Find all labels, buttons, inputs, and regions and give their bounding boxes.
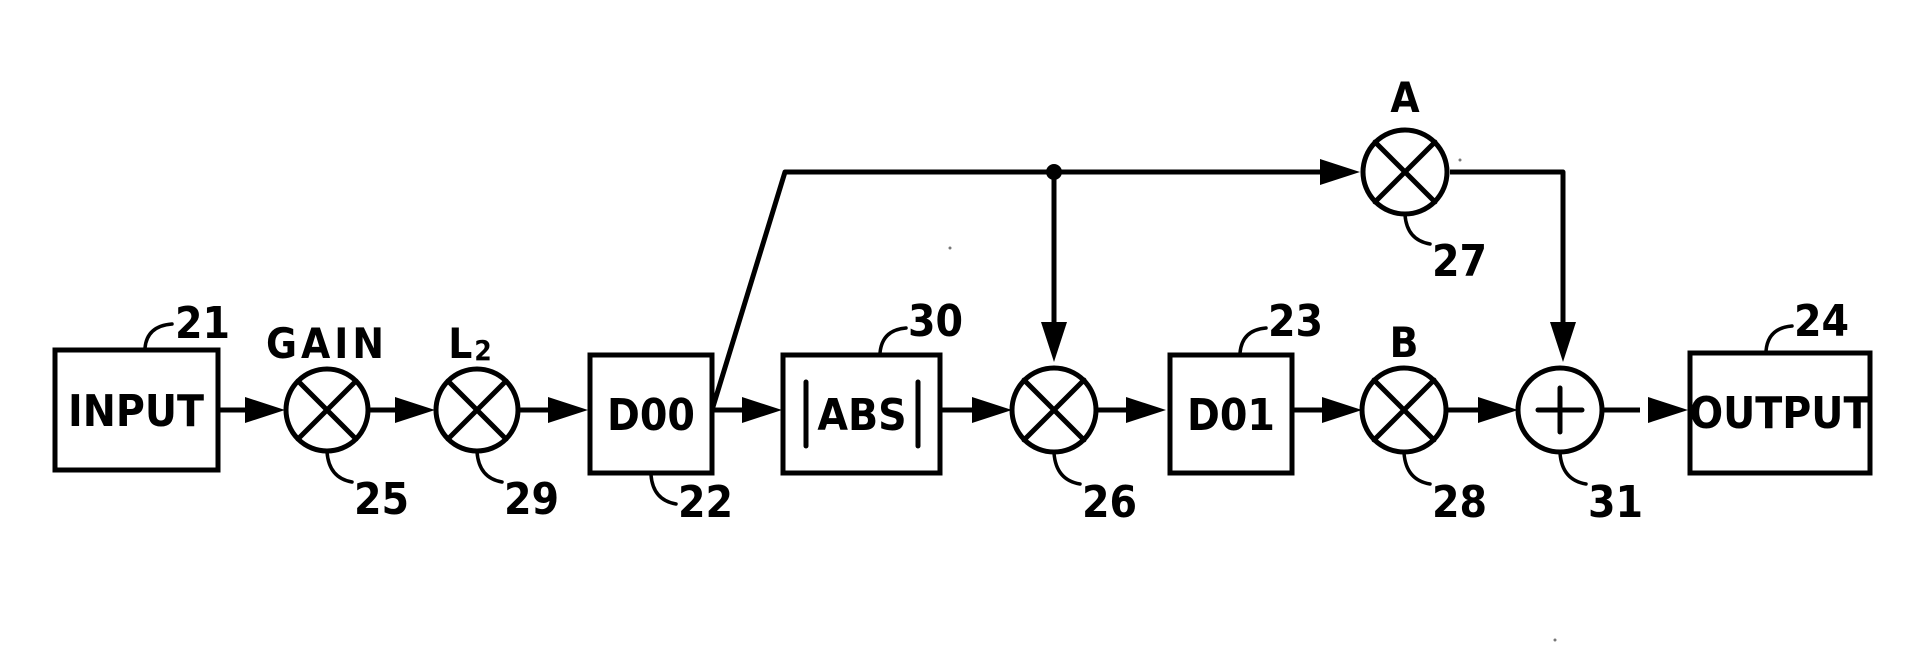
block-abs-label: ABS xyxy=(817,390,906,441)
arrow-into-output xyxy=(1648,397,1688,423)
ref-23: 23 xyxy=(1268,296,1323,347)
label-gain: GAIN xyxy=(266,319,388,368)
arrow-into-gain xyxy=(245,397,285,423)
ref-29: 29 xyxy=(504,474,559,525)
leader-23 xyxy=(1240,328,1266,353)
block-output: OUTPUT xyxy=(1690,353,1871,473)
leader-22 xyxy=(651,475,676,504)
arrow-into-m26 xyxy=(972,397,1012,423)
ref-31: 31 xyxy=(1588,477,1643,528)
label-a: A xyxy=(1390,73,1420,122)
leader-30 xyxy=(880,328,906,353)
ref-21: 21 xyxy=(175,298,230,349)
node-l2 xyxy=(436,369,518,451)
arrow-into-d01 xyxy=(1126,397,1166,423)
block-d00-label: D00 xyxy=(607,390,695,441)
label-l2-sub: 2 xyxy=(474,334,492,367)
block-output-label: OUTPUT xyxy=(1690,388,1871,439)
junction-dot xyxy=(1046,164,1062,180)
block-input-label: INPUT xyxy=(68,386,204,437)
leader-27 xyxy=(1405,215,1430,244)
ref-28: 28 xyxy=(1432,477,1487,528)
block-d00: D00 xyxy=(590,355,712,473)
leader-28 xyxy=(1404,453,1430,484)
arrow-down-m26 xyxy=(1041,322,1067,362)
arrow-into-b xyxy=(1322,397,1362,423)
arrow-into-a xyxy=(1320,159,1360,185)
ref-24: 24 xyxy=(1794,296,1849,347)
label-l2: L2 xyxy=(448,319,492,368)
node-gain xyxy=(286,369,368,451)
ref-27: 27 xyxy=(1432,236,1487,287)
ref-25: 25 xyxy=(354,474,409,525)
ref-22: 22 xyxy=(678,477,733,528)
leader-21 xyxy=(145,324,172,348)
ref-30: 30 xyxy=(908,296,963,347)
arrow-into-abs xyxy=(742,397,782,423)
label-b: B xyxy=(1390,318,1419,367)
leader-31 xyxy=(1560,453,1586,484)
node-a xyxy=(1363,130,1447,214)
node-b xyxy=(1362,368,1446,452)
block-abs: ABS xyxy=(783,355,940,473)
arrow-down-sum xyxy=(1550,322,1576,362)
leader-24 xyxy=(1766,326,1792,351)
scan-speck xyxy=(1554,639,1557,642)
node-m26 xyxy=(1012,368,1096,452)
block-d01: D01 xyxy=(1170,355,1292,473)
leader-29 xyxy=(477,452,502,482)
arrow-into-l2 xyxy=(395,397,435,423)
block-input: INPUT xyxy=(55,350,218,470)
leader-26 xyxy=(1054,453,1080,484)
ref-26: 26 xyxy=(1082,477,1137,528)
node-sum xyxy=(1518,368,1602,452)
scan-speck xyxy=(949,247,952,250)
arrow-into-d00 xyxy=(548,397,588,423)
arrow-into-sum xyxy=(1478,397,1518,423)
block-d01-label: D01 xyxy=(1187,390,1275,441)
leader-25 xyxy=(327,452,352,482)
scan-speck xyxy=(1459,159,1462,162)
